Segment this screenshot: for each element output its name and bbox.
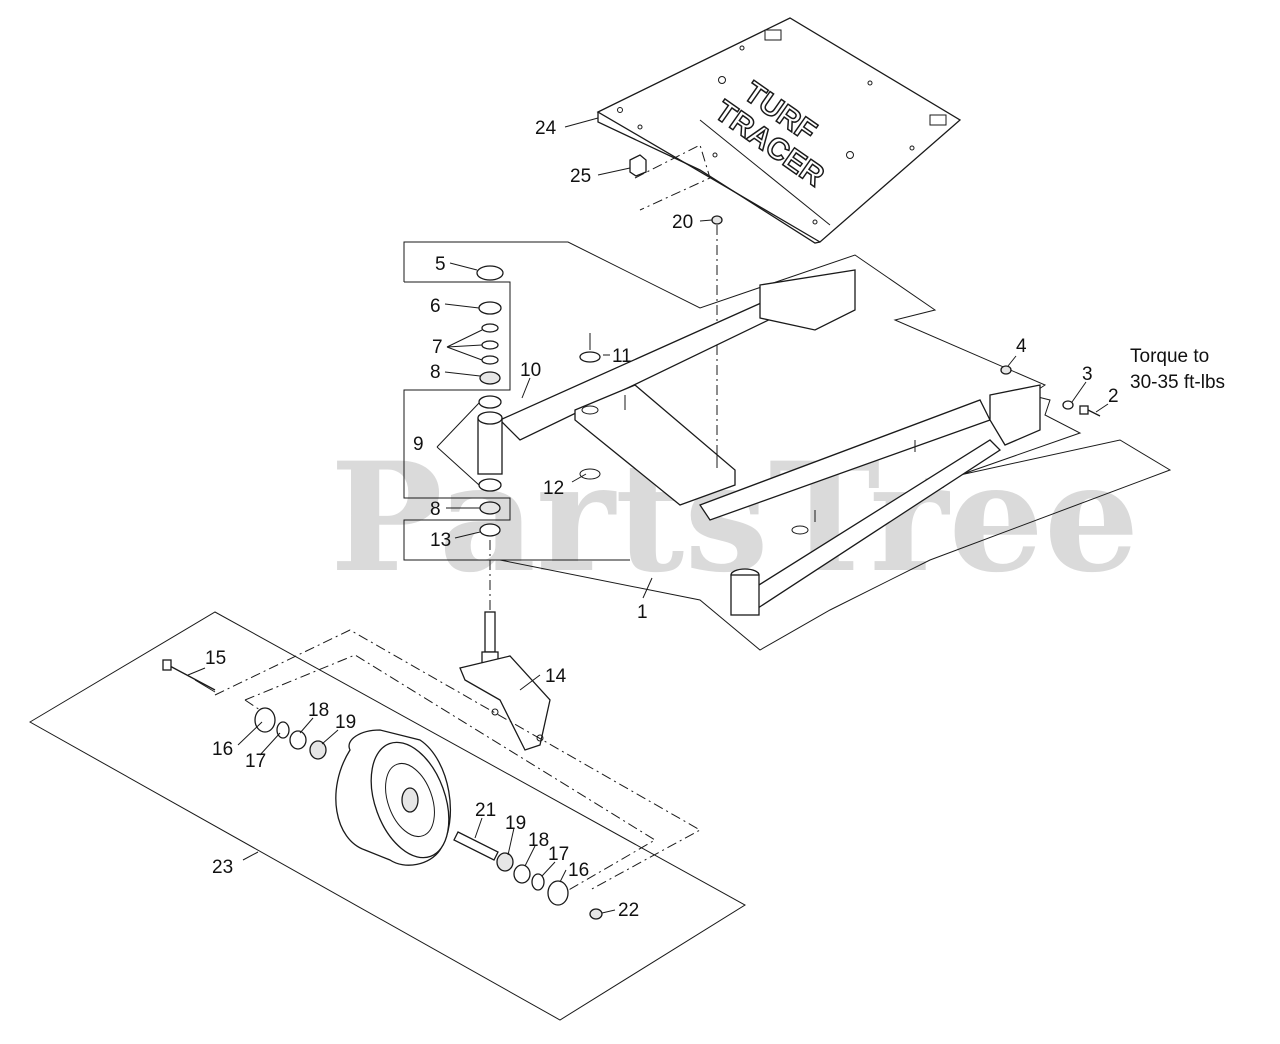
bearing-cone-right-part [496, 852, 514, 872]
wheel-tire [335, 729, 452, 866]
callout-9: 9 [413, 434, 424, 455]
axle-bolt-part [162, 659, 216, 693]
callout-19-right: 19 [505, 813, 526, 834]
callout-18-left: 18 [308, 700, 329, 721]
callout-12: 12 [543, 478, 564, 499]
callout-3: 3 [1082, 364, 1093, 385]
callout-23: 23 [212, 857, 233, 878]
callout-13: 13 [430, 530, 451, 551]
callout-17-right: 17 [548, 844, 569, 865]
torque-note: Torque to 30-35 ft-lbs [1130, 346, 1225, 393]
bearing-right-part [513, 864, 531, 884]
callout-17-left: 17 [245, 751, 266, 772]
bearing-cone-left-part [309, 740, 327, 760]
washer-3-part [1062, 400, 1074, 410]
callout-11: 11 [612, 346, 632, 367]
leader-lines [187, 117, 1109, 914]
callout-2: 2 [1108, 386, 1119, 407]
callout-8-lower: 8 [430, 499, 441, 520]
bolt-2-part [1079, 405, 1101, 417]
snap-ring-part [579, 468, 601, 480]
callout-16-right: 16 [568, 860, 589, 881]
callout-14: 14 [545, 666, 567, 687]
callout-24: 24 [535, 118, 557, 139]
locknut-part [589, 908, 603, 920]
callout-20: 20 [672, 212, 693, 233]
callout-10: 10 [520, 360, 541, 381]
callout-15: 15 [205, 648, 226, 669]
callout-21: 21 [475, 800, 496, 821]
callout-16-left: 16 [212, 739, 233, 760]
spacer-left-part [254, 707, 276, 733]
torque-note-line-2: 30-35 ft-lbs [1130, 372, 1225, 393]
callout-7: 7 [432, 337, 443, 358]
callout-18-right: 18 [528, 830, 549, 851]
callouts: 24 25 20 5 6 7 8 10 11 9 12 8 13 1 4 3 2… [205, 118, 1119, 921]
flange-bushing-part [579, 351, 601, 363]
bushing-left-part [276, 721, 290, 739]
bushing-right-part [531, 873, 545, 891]
nut-part [711, 215, 723, 225]
callout-8-upper: 8 [430, 362, 441, 383]
axle-tube-part [453, 831, 499, 861]
callout-22: 22 [618, 900, 639, 921]
callout-19-left: 19 [335, 712, 356, 733]
callout-6: 6 [430, 296, 441, 317]
callout-5: 5 [435, 254, 446, 275]
torque-note-line-1: Torque to [1130, 346, 1209, 367]
bracket-part [629, 154, 647, 177]
caster-fork [459, 611, 551, 751]
callout-1: 1 [637, 602, 648, 623]
callout-4: 4 [1016, 336, 1027, 357]
spacer-right-part [547, 880, 569, 906]
frame-assembly [498, 269, 1041, 616]
callout-25: 25 [570, 166, 591, 187]
bearing-left-part [289, 730, 307, 750]
cover-plate: TURF TRACER [596, 17, 962, 244]
nut-4-part [1000, 365, 1012, 375]
